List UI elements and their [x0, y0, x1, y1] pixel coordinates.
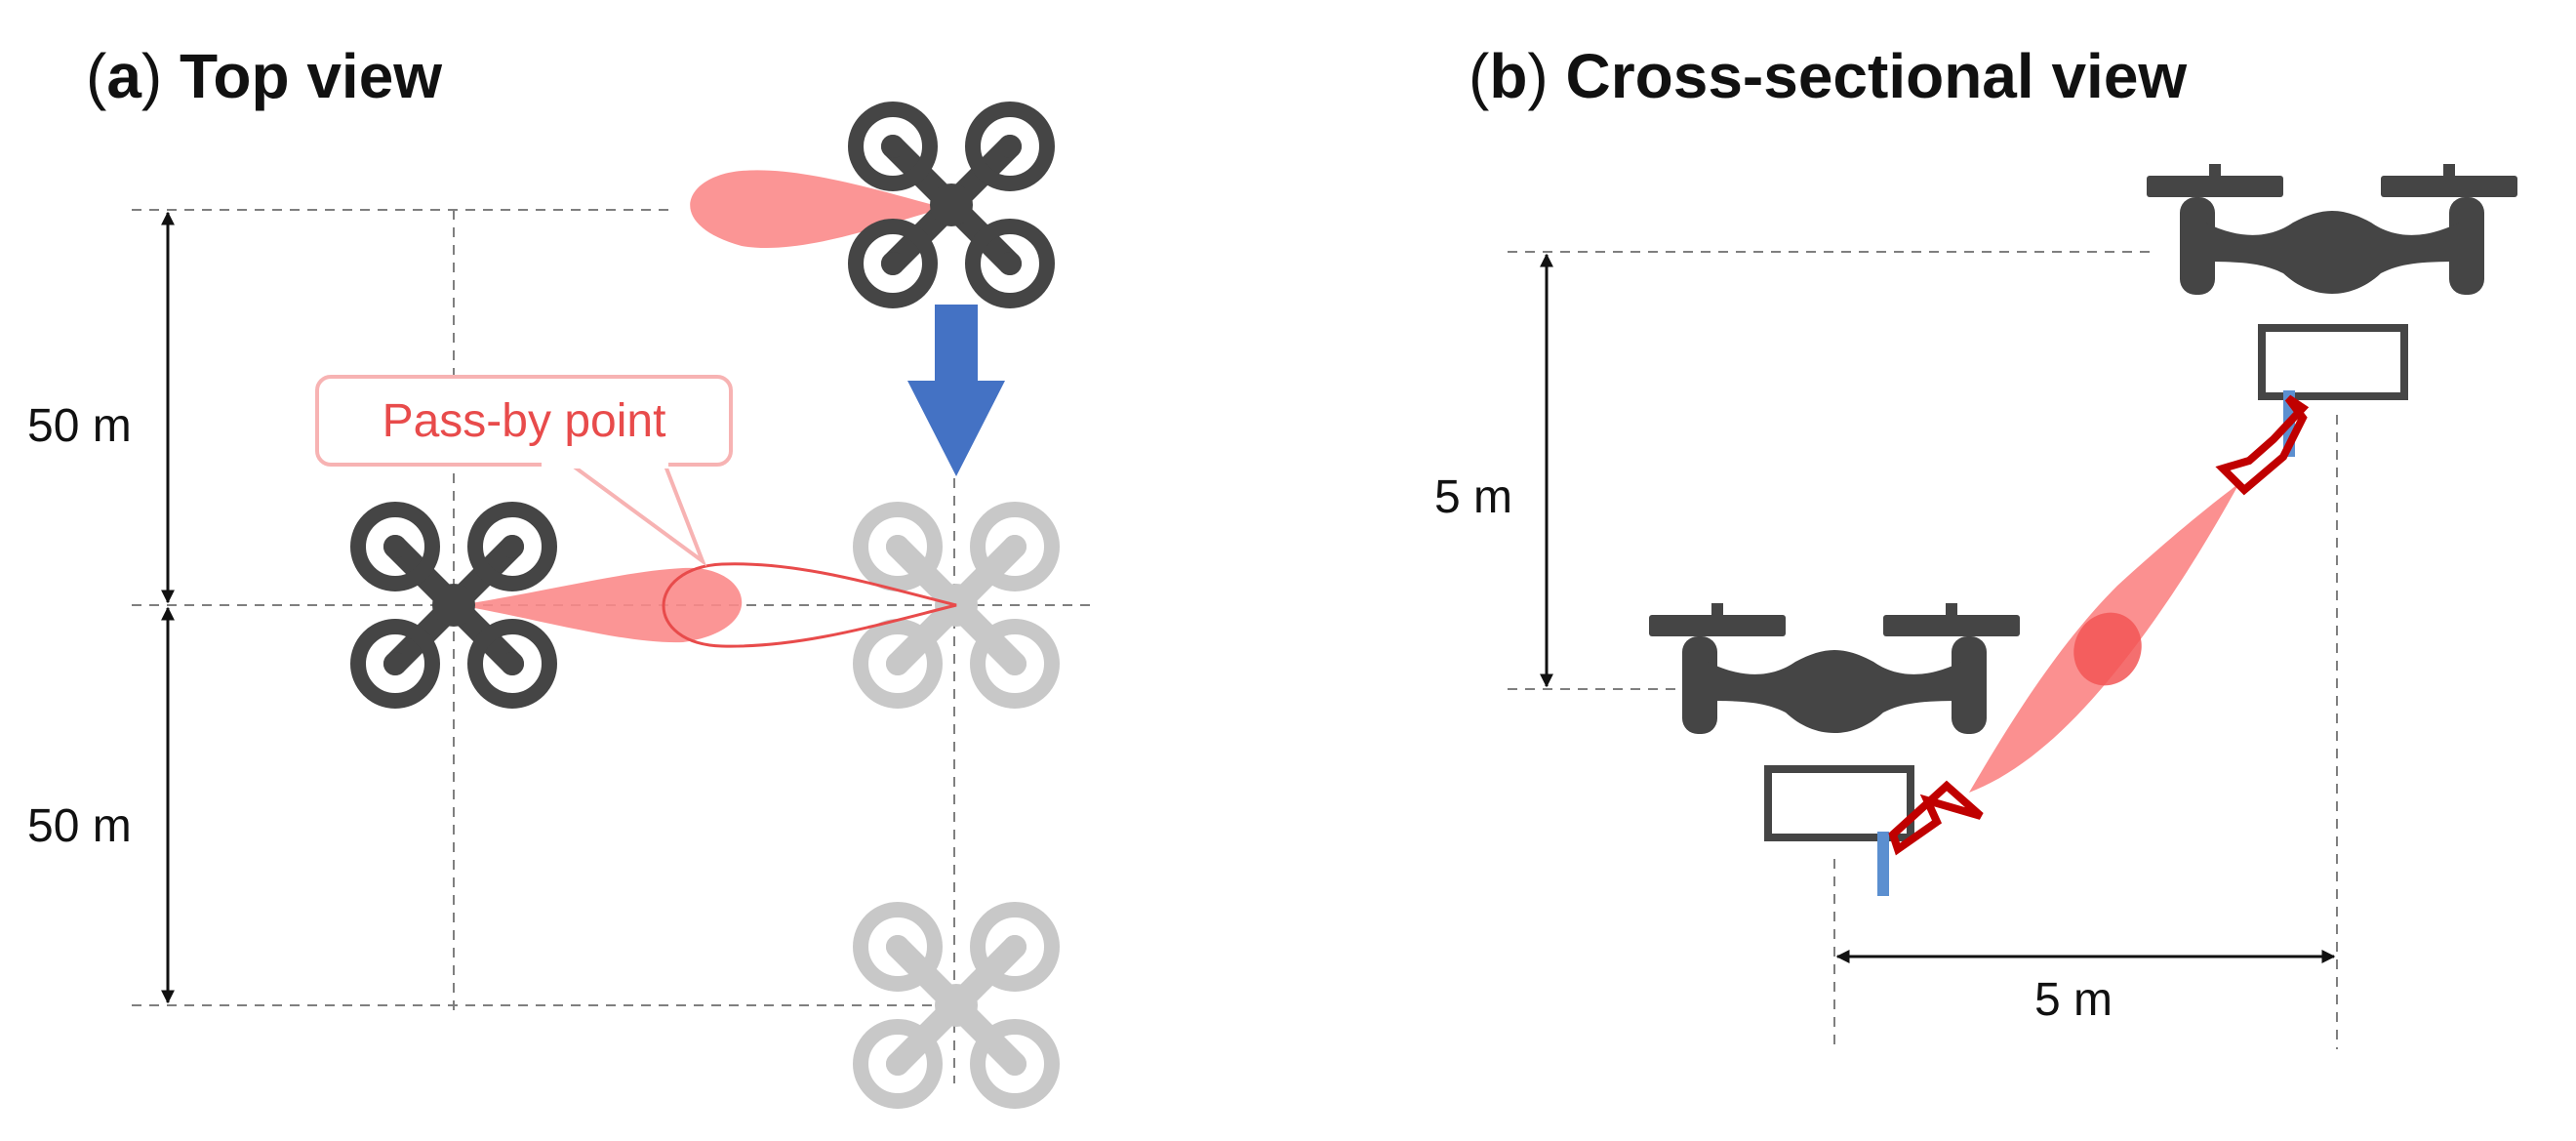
- panel-a: (a) Top view 50 m 50 m Pa: [27, 41, 1098, 1101]
- movement-arrow: [907, 305, 1005, 476]
- callout-box: [315, 375, 733, 467]
- beam-outline-pass-by: [662, 562, 957, 648]
- panel-b-title-text: Cross-sectional view: [1566, 41, 2188, 111]
- upper-side-drone: [2147, 164, 2517, 295]
- panel-a-title: (a) Top view: [86, 41, 442, 111]
- upper-payload-box: [2258, 324, 2408, 400]
- callout-pass-by-point: Pass-by point: [382, 395, 666, 447]
- dim-label-horizontal: 5 m: [2034, 974, 2113, 1026]
- callout-pointer: [542, 459, 707, 567]
- callout-gap: [542, 459, 668, 469]
- panel-a-label: a: [106, 41, 141, 111]
- lower-payload-box: [1764, 765, 1914, 841]
- beam-overlap: [2073, 612, 2142, 686]
- dim-label-upper: 50 m: [27, 400, 132, 452]
- dim-label-lower: 50 m: [27, 800, 132, 852]
- beam-moving-drone: [690, 170, 945, 248]
- dim-label-vertical: 5 m: [1434, 471, 1512, 523]
- lower-horn-antenna: [1888, 780, 1984, 856]
- lower-side-drone: [1649, 603, 2020, 734]
- panel-b-guides: [1508, 251, 2338, 1049]
- lower-antenna-mount: [1877, 832, 1889, 896]
- panel-b-title: (b) Cross-sectional view: [1469, 41, 2187, 111]
- panel-b-label: b: [1489, 41, 1527, 111]
- panel-b: (b) Cross-sectional view 5 m 5 m: [1434, 41, 2517, 1049]
- panel-a-title-text: Top view: [180, 41, 442, 111]
- upper-horn-antenna: [2215, 394, 2310, 496]
